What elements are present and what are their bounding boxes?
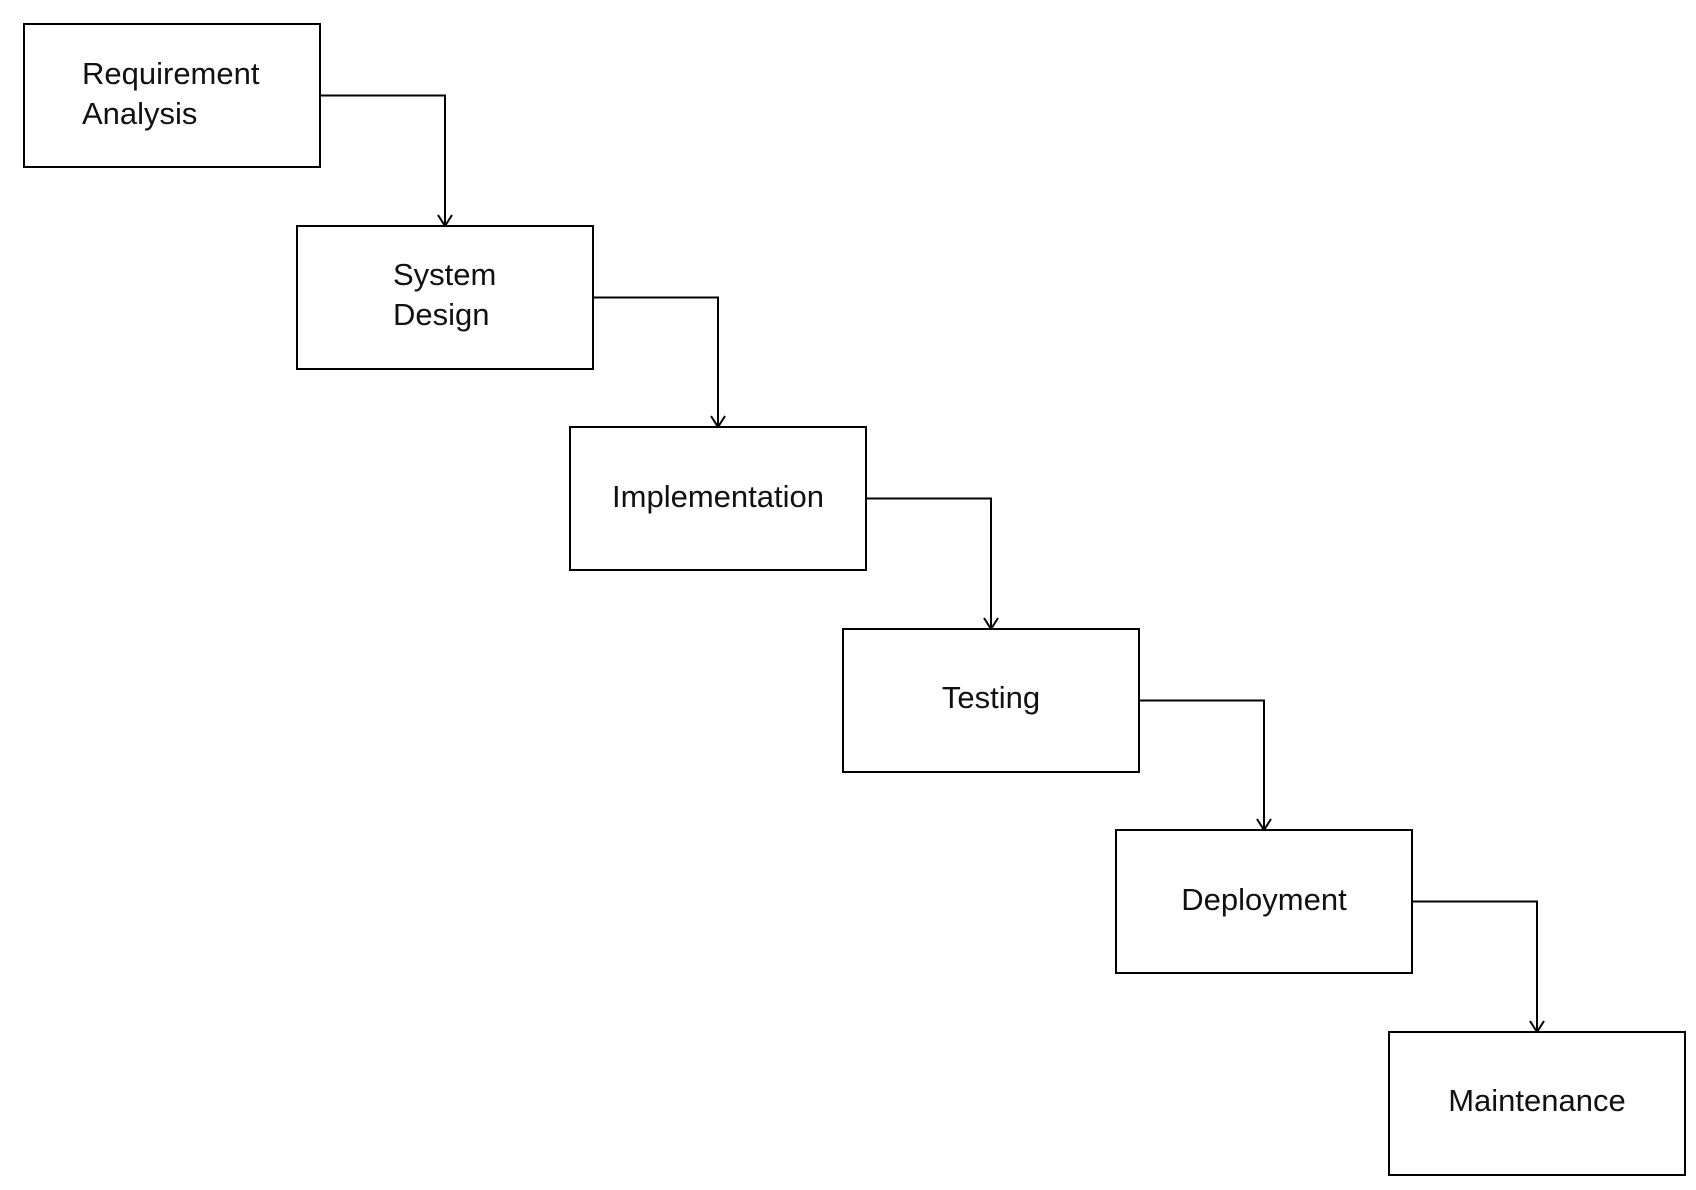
connector-system-design-to-implementation [593, 296, 719, 427]
connector-deployment-to-maintenance [1412, 900, 1538, 1032]
step-box-maintenance [1388, 1031, 1686, 1176]
step-label-requirement-analysis: Requirement [82, 56, 260, 91]
connector-testing-to-deployment [1139, 699, 1265, 830]
step-label-deployment: Deployment [1181, 882, 1347, 917]
step-label-maintenance: Maintenance [1448, 1083, 1626, 1118]
step-label-requirement-analysis-line2: Analysis [82, 96, 197, 131]
step-testing: Testing [842, 628, 1140, 773]
step-deployment: Deployment [1115, 829, 1413, 974]
connector-implementation-to-testing [866, 497, 992, 629]
step-label-system-design-line2: Design [393, 297, 490, 332]
step-label-implementation: Implementation [612, 479, 824, 514]
step-maintenance: Maintenance [1388, 1031, 1686, 1176]
step-requirement-analysis: Requirement Analysis [23, 23, 321, 168]
connectors [320, 94, 1545, 1034]
step-implementation: Implementation [569, 426, 867, 571]
step-box-implementation [569, 426, 867, 571]
step-box-requirement-analysis [23, 23, 321, 168]
step-label-system-design: System [393, 257, 496, 292]
step-system-design: System Design [296, 225, 594, 370]
step-box-testing [842, 628, 1140, 773]
connector-requirement-analysis-to-system-design [320, 94, 446, 226]
step-box-deployment [1115, 829, 1413, 974]
step-label-testing: Testing [942, 680, 1040, 715]
step-box-system-design [296, 225, 594, 370]
